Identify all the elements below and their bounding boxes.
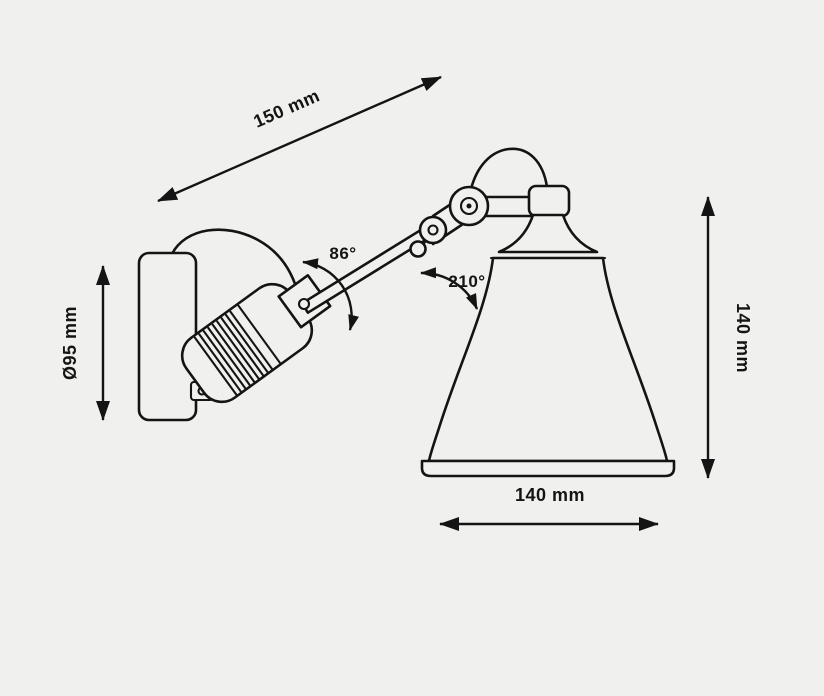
label-arm-length: 150 mm (251, 85, 323, 131)
label-shade-angle: 210° (448, 272, 485, 291)
arm-eye-axle (427, 224, 439, 236)
elbow-screw (297, 297, 311, 311)
dimension-shade-angle: 210° (420, 267, 485, 310)
knurled-grip (193, 304, 282, 397)
label-shade-diameter: 140 mm (515, 485, 585, 505)
dimension-shade-height: 140 mm (701, 196, 753, 479)
shade-rim (420, 459, 676, 478)
swivel-joint-pin (466, 203, 472, 209)
dimension-arm-length: 150 mm (157, 75, 442, 203)
label-plate-diameter: Ø95 mm (60, 306, 80, 380)
shade-stem (527, 184, 571, 218)
dimension-plate-diameter: Ø95 mm (60, 265, 110, 421)
shade-cable (469, 147, 549, 191)
wall-cable (170, 228, 301, 299)
label-shade-height: 140 mm (733, 303, 753, 373)
lamp-drawing (137, 147, 676, 478)
angle-arrow-elbow (302, 258, 359, 331)
dimension-elbow-angle: 86° (302, 244, 359, 331)
shade-cap (497, 213, 599, 254)
arm-eye (418, 215, 448, 245)
dimension-shade-diameter: 140 mm (439, 485, 659, 531)
lamp-body (180, 274, 332, 404)
tightening-knob (409, 240, 427, 258)
swivel-joint-ring (459, 196, 479, 216)
label-elbow-angle: 86° (329, 244, 356, 263)
angle-arrow-shade (420, 267, 479, 310)
dimension-arrow-arm-length (157, 75, 442, 203)
lamp-arm (300, 226, 433, 315)
